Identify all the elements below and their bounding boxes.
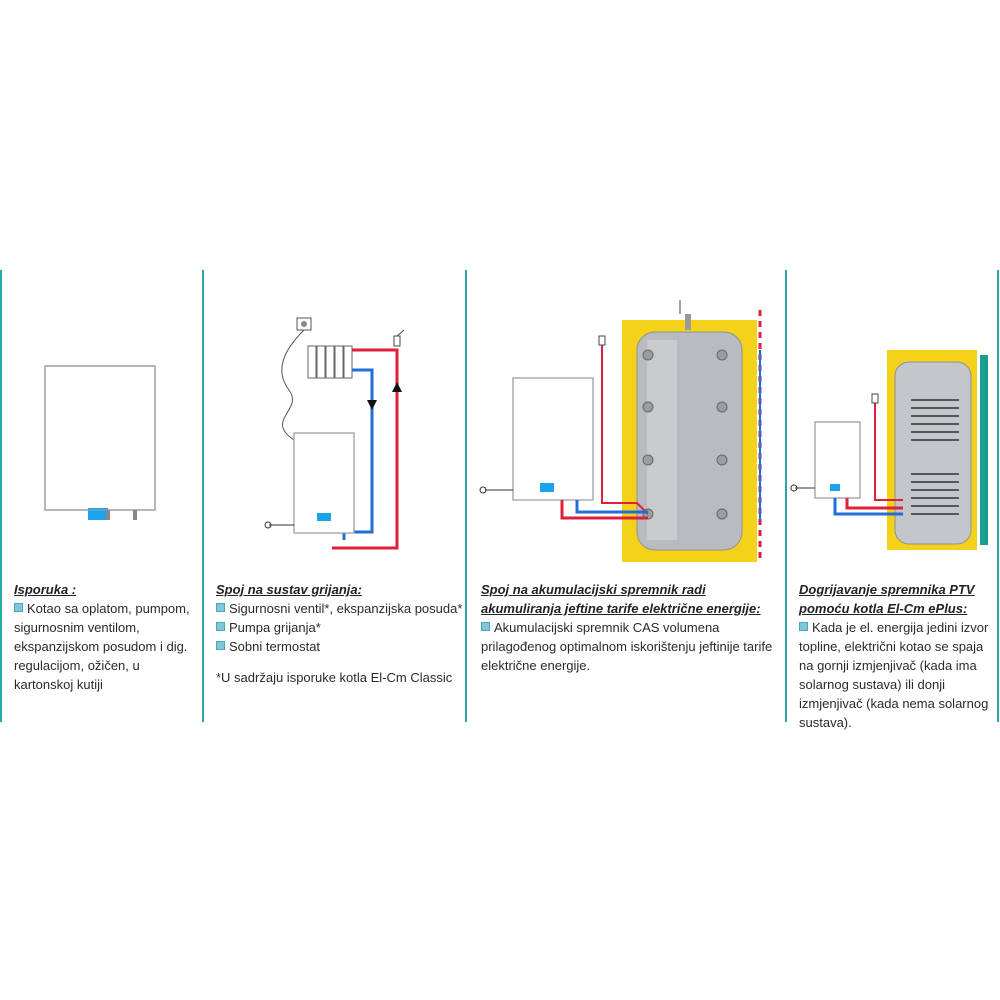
- caption-title: Spoj na sustav grijanja:: [216, 582, 362, 597]
- buffer-tank-diagram: [479, 300, 762, 562]
- wall-bracket-strip: [980, 355, 988, 545]
- tank-connections: [642, 349, 728, 520]
- caption-delivery: Isporuka : Kotao sa oplatom, pumpom, sig…: [14, 580, 199, 694]
- caption-buffer-tank: Spoj na akumulacijski spremnik radi akum…: [481, 580, 781, 675]
- divider-2: [202, 270, 204, 722]
- boiler-pipe-left: [106, 510, 110, 520]
- panel-heating: Spoj na sustav grijanja: Sigurnosni vent…: [204, 270, 464, 722]
- tank-vent: [685, 314, 691, 330]
- boiler-casing: [512, 377, 594, 501]
- divider-5: [997, 270, 999, 722]
- dhw-tank-diagram: [790, 350, 977, 550]
- caption-title-line-1: Spoj na akumulacijski spremnik radi: [481, 582, 706, 597]
- safety-valve: [871, 393, 879, 404]
- caption-title-line-2: akumuliranja jeftine tarife električne e…: [481, 601, 761, 616]
- safety-valve: [393, 335, 401, 347]
- caption-item: Pumpa grijanja*: [216, 618, 464, 637]
- caption-dhw-tank: Dogrijavanje spremnika PTV pomoću kotla …: [799, 580, 995, 732]
- boiler-casing: [44, 365, 156, 511]
- heating-diagram: [264, 317, 405, 550]
- caption-item: Akumulacijski spremnik CAS volumena pril…: [481, 620, 773, 673]
- radiator: [307, 345, 353, 379]
- divider-1: [0, 270, 2, 722]
- caption-item: Sobni termostat: [216, 637, 464, 656]
- upper-coil: [911, 399, 959, 441]
- boiler-display-screen: [317, 513, 331, 521]
- panel-delivery: Isporuka : Kotao sa oplatom, pumpom, sig…: [0, 270, 202, 722]
- lower-coil: [911, 473, 959, 515]
- bullet-icon: [799, 622, 808, 631]
- divider-4: [785, 270, 787, 722]
- bullet-icon: [481, 622, 490, 631]
- caption-item: Kotao sa oplatom, pumpom, sigurnosnim ve…: [14, 601, 190, 692]
- hot-pipe: [845, 498, 903, 510]
- power-plug-icon: [790, 484, 798, 492]
- boiler-display-screen: [540, 483, 554, 492]
- panel-buffer-tank: Spoj na akumulacijski spremnik radi akum…: [467, 270, 783, 722]
- caption-title: Isporuka :: [14, 582, 77, 597]
- caption-item: Kada je el. energija jedini izvor toplin…: [799, 620, 989, 730]
- caption-heating: Spoj na sustav grijanja: Sigurnosni vent…: [216, 580, 464, 687]
- hot-riser: [874, 400, 903, 501]
- thermostat-cable: [281, 329, 305, 441]
- cold-pipe: [575, 500, 648, 514]
- hot-return: [601, 345, 649, 515]
- caption-item: Sigurnosni ventil*, ekspanzijska posuda*: [216, 599, 464, 618]
- bullet-icon: [216, 622, 225, 631]
- hot-pipe: [560, 500, 648, 520]
- flow-up-arrow: [392, 382, 402, 392]
- flow-down-arrow: [367, 400, 377, 410]
- power-plug-icon: [264, 521, 272, 529]
- divider-3: [465, 270, 467, 722]
- cold-pipe: [342, 368, 374, 540]
- power-plug-icon: [479, 486, 487, 494]
- boiler-display-screen: [88, 508, 108, 520]
- boiler-illustration: [44, 365, 156, 520]
- dhw-tank: [894, 361, 972, 545]
- bullet-icon: [216, 603, 225, 612]
- panel-dhw-tank: Dogrijavanje spremnika PTV pomoću kotla …: [787, 270, 997, 730]
- caption-note: *U sadržaju isporuke kotla El-Cm Classic: [216, 670, 453, 685]
- safety-valve: [598, 335, 606, 346]
- caption-title-line-1: Dogrijavanje spremnika PTV: [799, 582, 975, 597]
- hot-pipe: [332, 348, 399, 550]
- bullet-icon: [216, 641, 225, 650]
- boiler-pipe-right: [133, 510, 137, 520]
- caption-title-line-2: pomoću kotla El-Cm ePlus:: [799, 601, 968, 616]
- cold-pipe: [833, 498, 903, 516]
- boiler-display-screen: [830, 484, 840, 491]
- bullet-icon: [14, 603, 23, 612]
